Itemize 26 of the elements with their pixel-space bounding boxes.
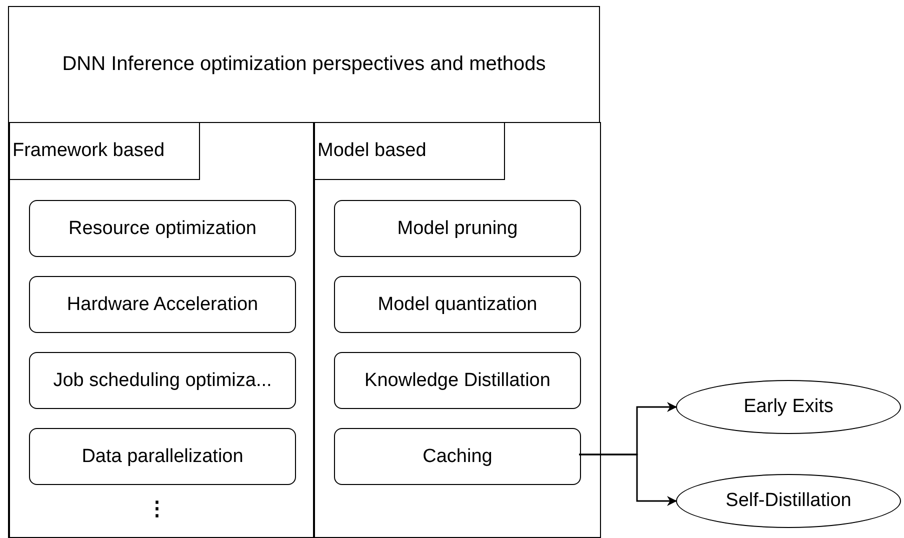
ellipsis-mark: ⋮ bbox=[147, 497, 167, 521]
diagram-frame bbox=[8, 6, 600, 538]
method-label: Hardware Acceleration bbox=[66, 294, 258, 316]
method-box bbox=[29, 276, 296, 333]
method-label: Knowledge Distillation bbox=[364, 370, 550, 392]
frame-heading: DNN Inference optimization perspectives and methods bbox=[61, 52, 547, 77]
method-box bbox=[29, 428, 296, 485]
category-column bbox=[9, 122, 314, 538]
method-box bbox=[334, 276, 581, 333]
method-label: Model pruning bbox=[397, 218, 518, 240]
category-column bbox=[314, 122, 601, 538]
method-label: Data parallelization bbox=[82, 446, 244, 468]
method-label: Model quantization bbox=[378, 294, 538, 316]
method-box bbox=[29, 200, 296, 257]
method-label: Early Exits bbox=[744, 396, 834, 418]
method-box bbox=[334, 200, 581, 257]
method-label: Self-Distillation bbox=[726, 490, 852, 512]
category-heading: Model based bbox=[314, 122, 504, 180]
method-box bbox=[29, 352, 296, 409]
method-label: Job scheduling optimiza... bbox=[53, 370, 272, 392]
method-label: Resource optimization bbox=[68, 218, 256, 240]
method-box bbox=[334, 352, 581, 409]
arrow bbox=[579, 454, 677, 506]
method-label: Caching bbox=[422, 446, 492, 468]
method-box bbox=[334, 428, 581, 485]
category-heading: Framework based bbox=[8, 122, 200, 180]
